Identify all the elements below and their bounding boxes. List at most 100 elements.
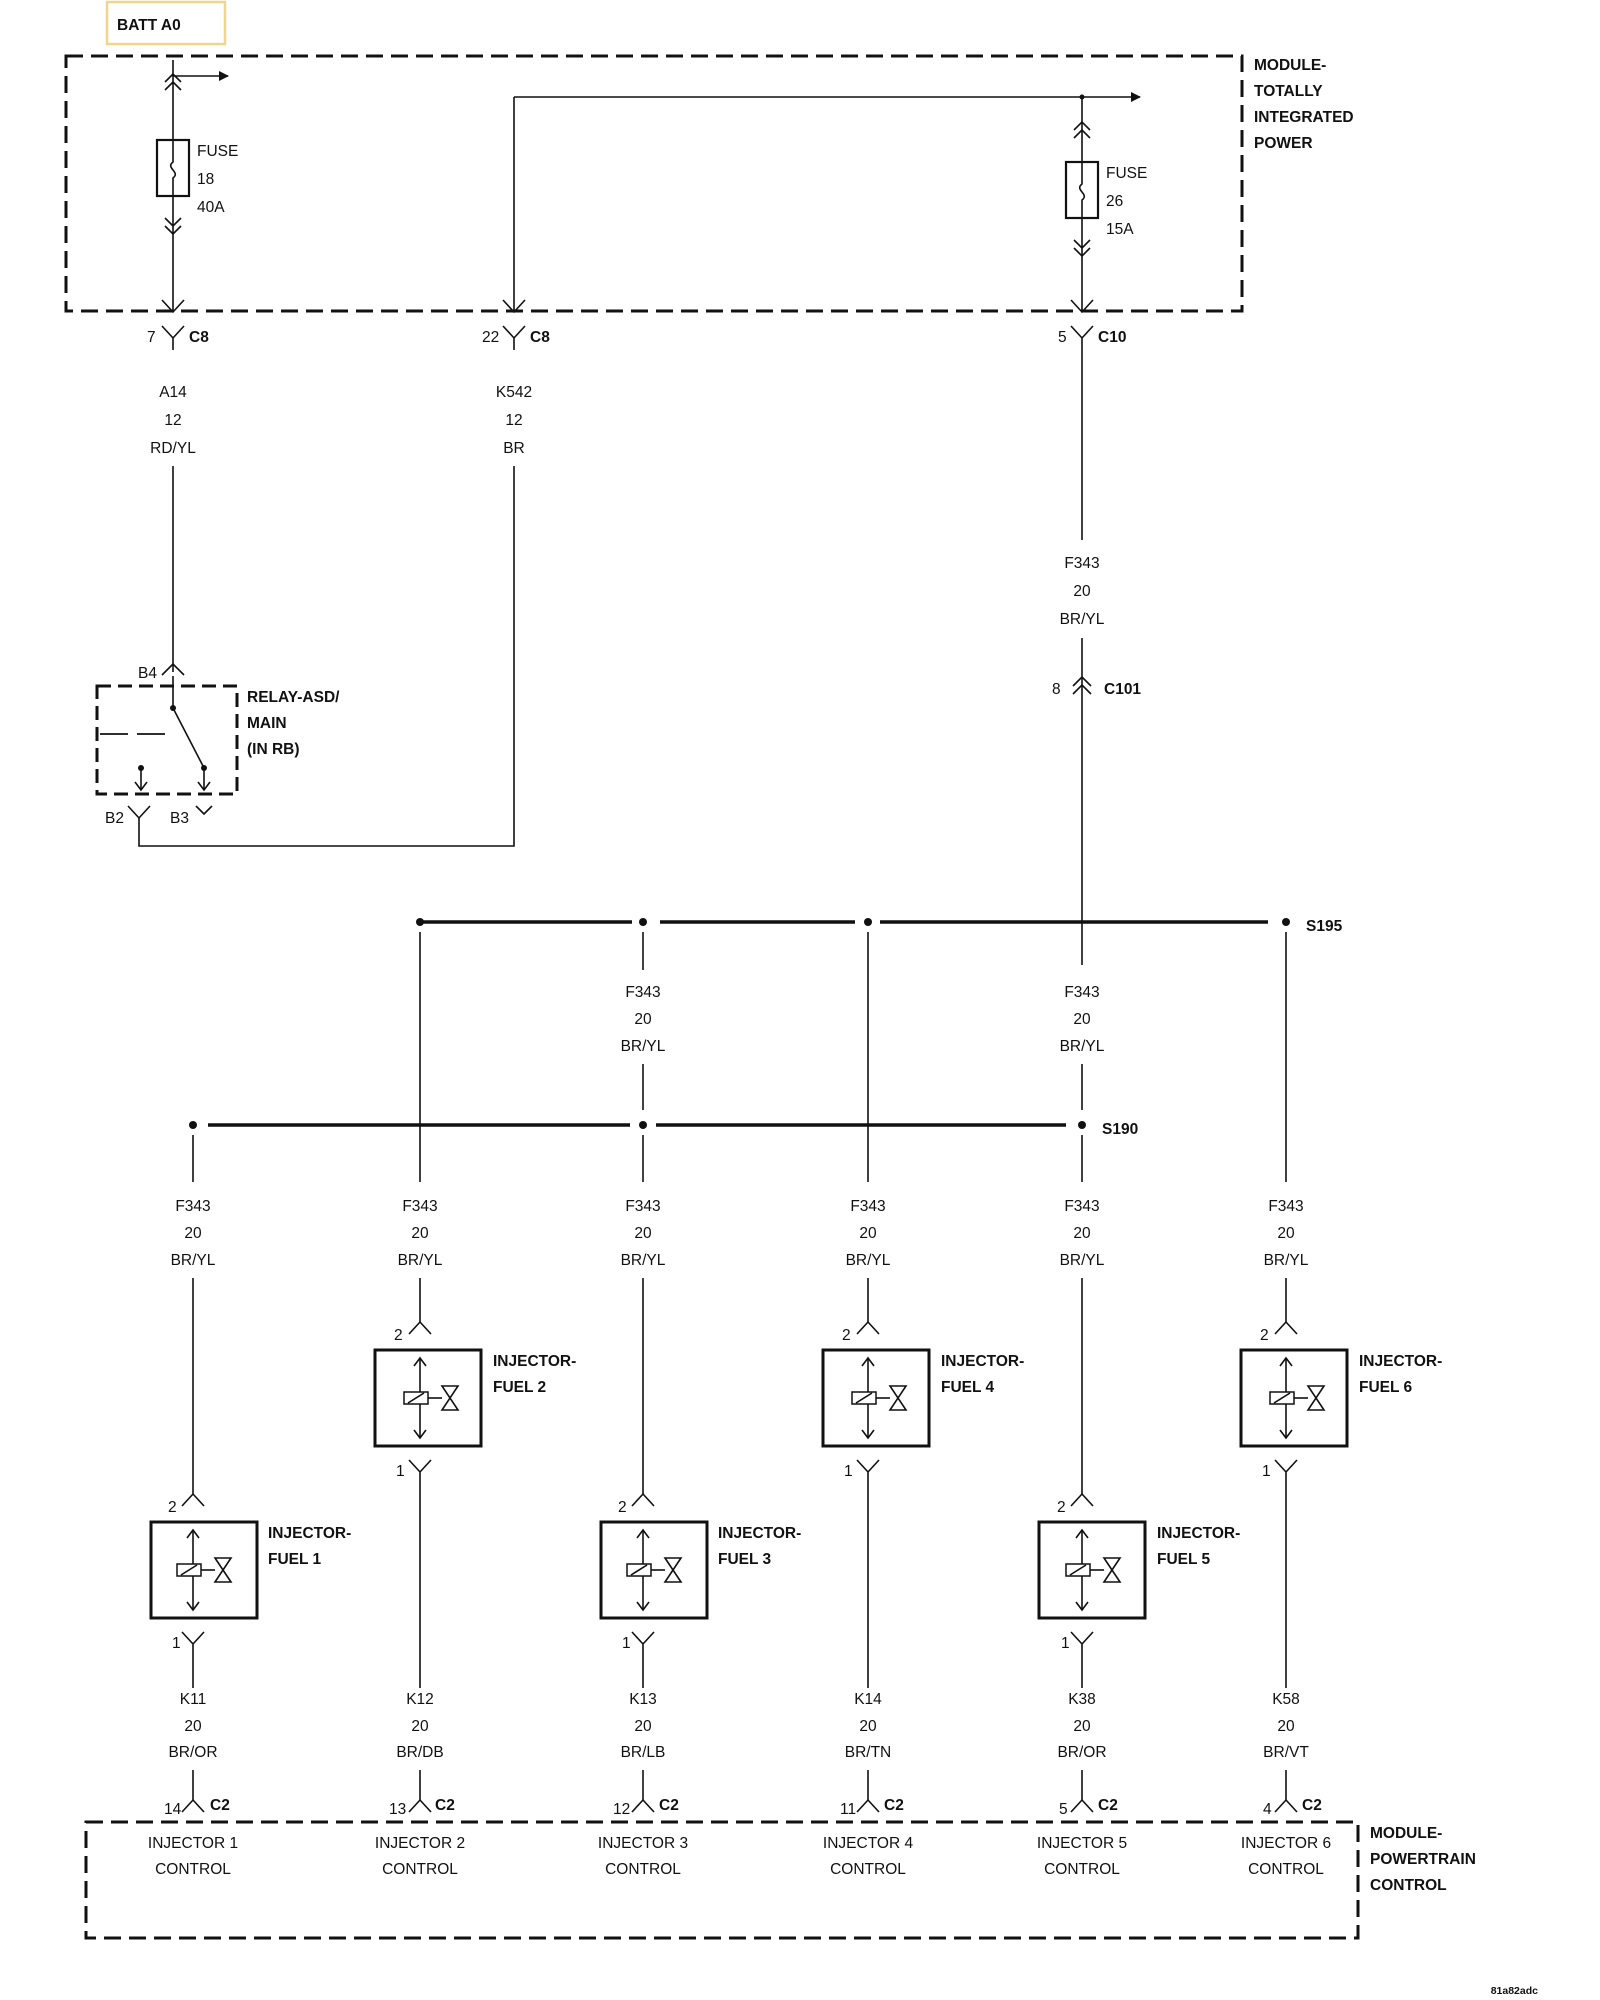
control-wire-2-circuit: K12: [406, 1691, 434, 1708]
pcm-control-2-line2: CONTROL: [382, 1861, 458, 1878]
pcm-control-5-line2: CONTROL: [1044, 1861, 1120, 1878]
control-wires-to-pcm: [181, 1770, 1298, 1813]
c2-pin-4: 4: [1263, 1801, 1272, 1818]
control-wire-2-gauge: 20: [411, 1718, 429, 1735]
c2-name-1: C2: [210, 1797, 230, 1814]
feed-wire-2-color: BR/YL: [398, 1252, 443, 1269]
injector-fuel-5: [1037, 1278, 1147, 1700]
tipm-bus: [502, 92, 1141, 314]
control-wire-1-gauge: 20: [184, 1718, 202, 1735]
feed-wire-4-gauge: 20: [859, 1225, 877, 1242]
splice-s190-label: S190: [1102, 1121, 1138, 1138]
pcm-control-3-line1: INJECTOR 3: [598, 1835, 688, 1852]
fuse-26-number: 26: [1106, 193, 1123, 210]
tipm-label-3: INTEGRATED: [1254, 109, 1354, 126]
control-wire-4-gauge: 20: [859, 1718, 877, 1735]
tipm-label-1: MODULE-: [1254, 57, 1326, 74]
wire-a14-color: RD/YL: [150, 440, 196, 457]
mid-wire-1-gauge: 20: [634, 1011, 652, 1028]
feed-wire-1-gauge: 20: [184, 1225, 202, 1242]
injector-6-pin-top: 2: [1260, 1327, 1269, 1344]
injector-1-pin-bottom: 1: [172, 1635, 181, 1652]
injector-3-pin-top: 2: [618, 1499, 627, 1516]
reference-code: 81a82adc: [1491, 1985, 1538, 1997]
connector-c10-pin5-name: C10: [1098, 329, 1126, 346]
wire-f343-top-gauge: 20: [1073, 583, 1091, 600]
connector-c10-pin5-number: 5: [1058, 329, 1067, 346]
connector-c8-pin22-number: 22: [482, 329, 499, 346]
injector-4-pin-bottom: 1: [844, 1463, 853, 1480]
splice-s190-bus: [189, 1121, 1086, 1182]
splice-s195-label: S195: [1306, 918, 1343, 935]
fuse-18-label: FUSE: [197, 143, 238, 160]
control-wire-5-color: BR/OR: [1057, 1744, 1106, 1761]
pcm-control-2-line1: INJECTOR 2: [375, 1835, 465, 1852]
batt-box: [105, 0, 227, 46]
injector-5-label-1: INJECTOR-: [1157, 1525, 1240, 1542]
connector-c8-pin22: [502, 325, 526, 350]
fuse-26-label: FUSE: [1106, 165, 1147, 182]
pcm-label-2: POWERTRAIN: [1370, 1851, 1476, 1868]
pcm-control-4-line2: CONTROL: [830, 1861, 906, 1878]
batt-label: BATT A0: [117, 17, 181, 34]
control-wire-1-circuit: K11: [180, 1691, 206, 1708]
injector-4-label-2: FUEL 4: [941, 1379, 994, 1396]
wire-f343-top-circuit: F343: [1064, 555, 1099, 572]
injector-1-label-2: FUEL 1: [268, 1551, 321, 1568]
pcm-control-4-line1: INJECTOR 4: [823, 1835, 914, 1852]
relay-pin-b3-connector: [195, 805, 213, 816]
fuse-18-amperage: 40A: [197, 199, 225, 216]
control-wire-3-gauge: 20: [634, 1718, 652, 1735]
injector-5-pin-top: 2: [1057, 1499, 1066, 1516]
tipm-label-2: TOTALLY: [1254, 83, 1323, 100]
pcm-label-1: MODULE-: [1370, 1825, 1442, 1842]
injector-5-label-2: FUEL 5: [1157, 1551, 1210, 1568]
connector-c8-pin22-name: C8: [530, 329, 550, 346]
injector-1-label-1: INJECTOR-: [268, 1525, 351, 1542]
pcm-control-1-line2: CONTROL: [155, 1861, 231, 1878]
injector-6-label-1: INJECTOR-: [1359, 1353, 1442, 1370]
connector-c8-pin7: [161, 325, 185, 350]
fuse-26-amperage: 15A: [1106, 221, 1134, 238]
relay-label-1: RELAY-ASD/: [247, 689, 340, 706]
pcm-control-6-line1: INJECTOR 6: [1241, 1835, 1331, 1852]
control-wire-6-circuit: K58: [1272, 1691, 1300, 1708]
c2-name-3: C2: [659, 1797, 679, 1814]
mid-wire-2-circuit: F343: [1064, 984, 1099, 1001]
feed-wire-5-color: BR/YL: [1060, 1252, 1105, 1269]
feed-wire-5-circuit: F343: [1064, 1198, 1099, 1215]
feed-wire-3-color: BR/YL: [621, 1252, 666, 1269]
c2-pin-11: 11: [840, 1801, 856, 1818]
c2-name-5: C2: [1098, 1797, 1118, 1814]
pcm-control-1-line1: INJECTOR 1: [148, 1835, 238, 1852]
injector-6-label-2: FUEL 6: [1359, 1379, 1412, 1396]
mid-wire-1-circuit: F343: [625, 984, 660, 1001]
wire-k542-circuit: K542: [496, 384, 532, 401]
tipm-module-boundary: [64, 54, 1244, 313]
fuse-26-circuit: [1064, 97, 1100, 314]
feed-wire-4-color: BR/YL: [846, 1252, 891, 1269]
relay-pin-b3: B3: [170, 810, 189, 827]
control-wire-6-gauge: 20: [1277, 1718, 1295, 1735]
injector-6-pin-bottom: 1: [1262, 1463, 1271, 1480]
feed-wire-2-circuit: F343: [402, 1198, 437, 1215]
splice-s195-bus: [416, 918, 1290, 1182]
feed-wire-2-gauge: 20: [411, 1225, 429, 1242]
pcm-control-3-line2: CONTROL: [605, 1861, 681, 1878]
c2-pin-13: 13: [389, 1801, 406, 1818]
relay-switch-symbol: [100, 676, 211, 792]
wire-k542: [138, 466, 515, 847]
wire-k542-color: BR: [503, 440, 525, 457]
relay-pin-b4: B4: [138, 665, 157, 682]
injector-4-pin-top: 2: [842, 1327, 851, 1344]
c2-name-6: C2: [1302, 1797, 1322, 1814]
pcm-module-boundary: [84, 1820, 1360, 1940]
c2-name-4: C2: [884, 1797, 904, 1814]
mid-wire-2-color: BR/YL: [1060, 1038, 1105, 1055]
pcm-label-3: CONTROL: [1370, 1877, 1447, 1894]
injector-2-pin-bottom: 1: [396, 1463, 405, 1480]
wire-k542-gauge: 12: [505, 412, 522, 429]
injector-5-pin-bottom: 1: [1061, 1635, 1070, 1652]
wire-a14-gauge: 12: [164, 412, 181, 429]
